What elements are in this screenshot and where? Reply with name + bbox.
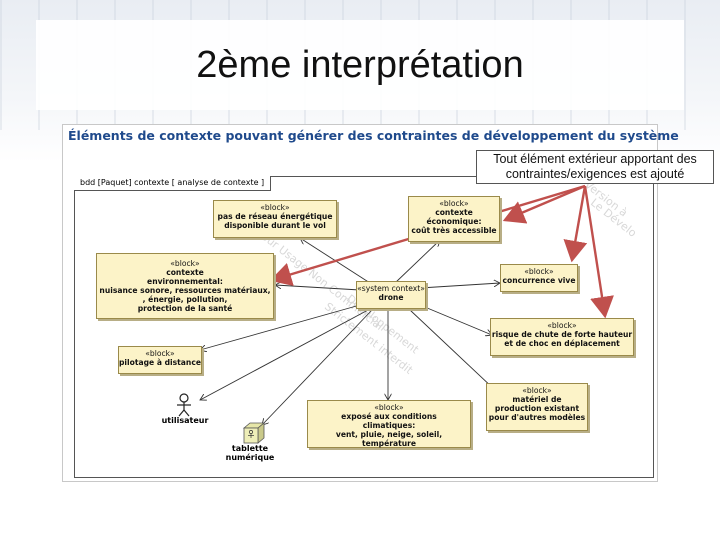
block-stereotype: «block»	[547, 321, 577, 330]
block-stereotype: «block»	[260, 203, 290, 212]
block-stereotype: «block»	[170, 259, 200, 268]
connector-user	[200, 309, 369, 400]
block-stereotype: «system context»	[357, 284, 425, 293]
block-name: risque de chute de forte hauteur et de c…	[491, 330, 633, 348]
connector-fall	[419, 304, 492, 335]
diagram-subtitle: Éléments de contexte pouvant générer des…	[68, 128, 679, 143]
block-stereotype: «block»	[145, 349, 175, 358]
block-fall-risk: «block» risque de chute de forte hauteur…	[490, 318, 634, 356]
block-name: contexte économique: coût très accessibl…	[411, 208, 497, 235]
connector-environment	[275, 285, 361, 291]
callout-arrow-competition	[563, 185, 588, 263]
connector-remote	[200, 304, 361, 350]
slide-title: 2ème interprétation	[196, 44, 524, 86]
callout-arrow-economic	[502, 184, 586, 224]
block-energy: «block» pas de réseau énergétique dispon…	[213, 200, 337, 238]
connector-competition	[419, 283, 500, 289]
block-name: drone	[378, 293, 404, 302]
block-existing-hardware: «block» matériel de production existant …	[486, 383, 588, 431]
block-environment: «block» contexte environnemental: nuisan…	[96, 253, 274, 319]
actor-tablet-label: tablette numérique	[225, 444, 275, 462]
block-name: concurrence vive	[502, 276, 576, 285]
tablet-node-icon	[242, 422, 266, 444]
actor-user-label: utilisateur	[161, 416, 209, 425]
callout-note: Tout élément extérieur apportant des con…	[476, 150, 714, 184]
block-remote-piloting: «block» pilotage à distance	[118, 346, 202, 374]
title-panel	[36, 20, 684, 110]
block-competition: «block» concurrence vive	[500, 264, 578, 292]
block-stereotype: «block»	[522, 386, 552, 395]
block-stereotype: «block»	[439, 199, 469, 208]
callout-arrow-fall	[583, 185, 614, 319]
connector-economic	[394, 240, 440, 284]
connector-tablet	[262, 309, 373, 425]
user-actor-icon	[177, 393, 191, 417]
block-weather: «block» exposé aux conditions climatique…	[307, 400, 471, 448]
block-name: pas de réseau énergétique disponible dur…	[217, 212, 333, 230]
connector-hardware	[409, 309, 495, 390]
block-name: exposé aux conditions climatiques: vent,…	[335, 412, 443, 448]
block-economic: «block» contexte économique: coût très a…	[408, 196, 500, 242]
block-stereotype: «block»	[374, 403, 404, 412]
block-name: pilotage à distance	[119, 358, 201, 367]
block-stereotype: «block»	[524, 267, 554, 276]
block-name: contexte environnemental: nuisance sonor…	[99, 268, 271, 313]
system-context-drone: «system context» drone	[356, 281, 426, 309]
bdd-frame-label: bdd [Paquet] contexte [ analyse de conte…	[74, 176, 272, 191]
block-name: matériel de production existant pour d'a…	[488, 395, 586, 422]
